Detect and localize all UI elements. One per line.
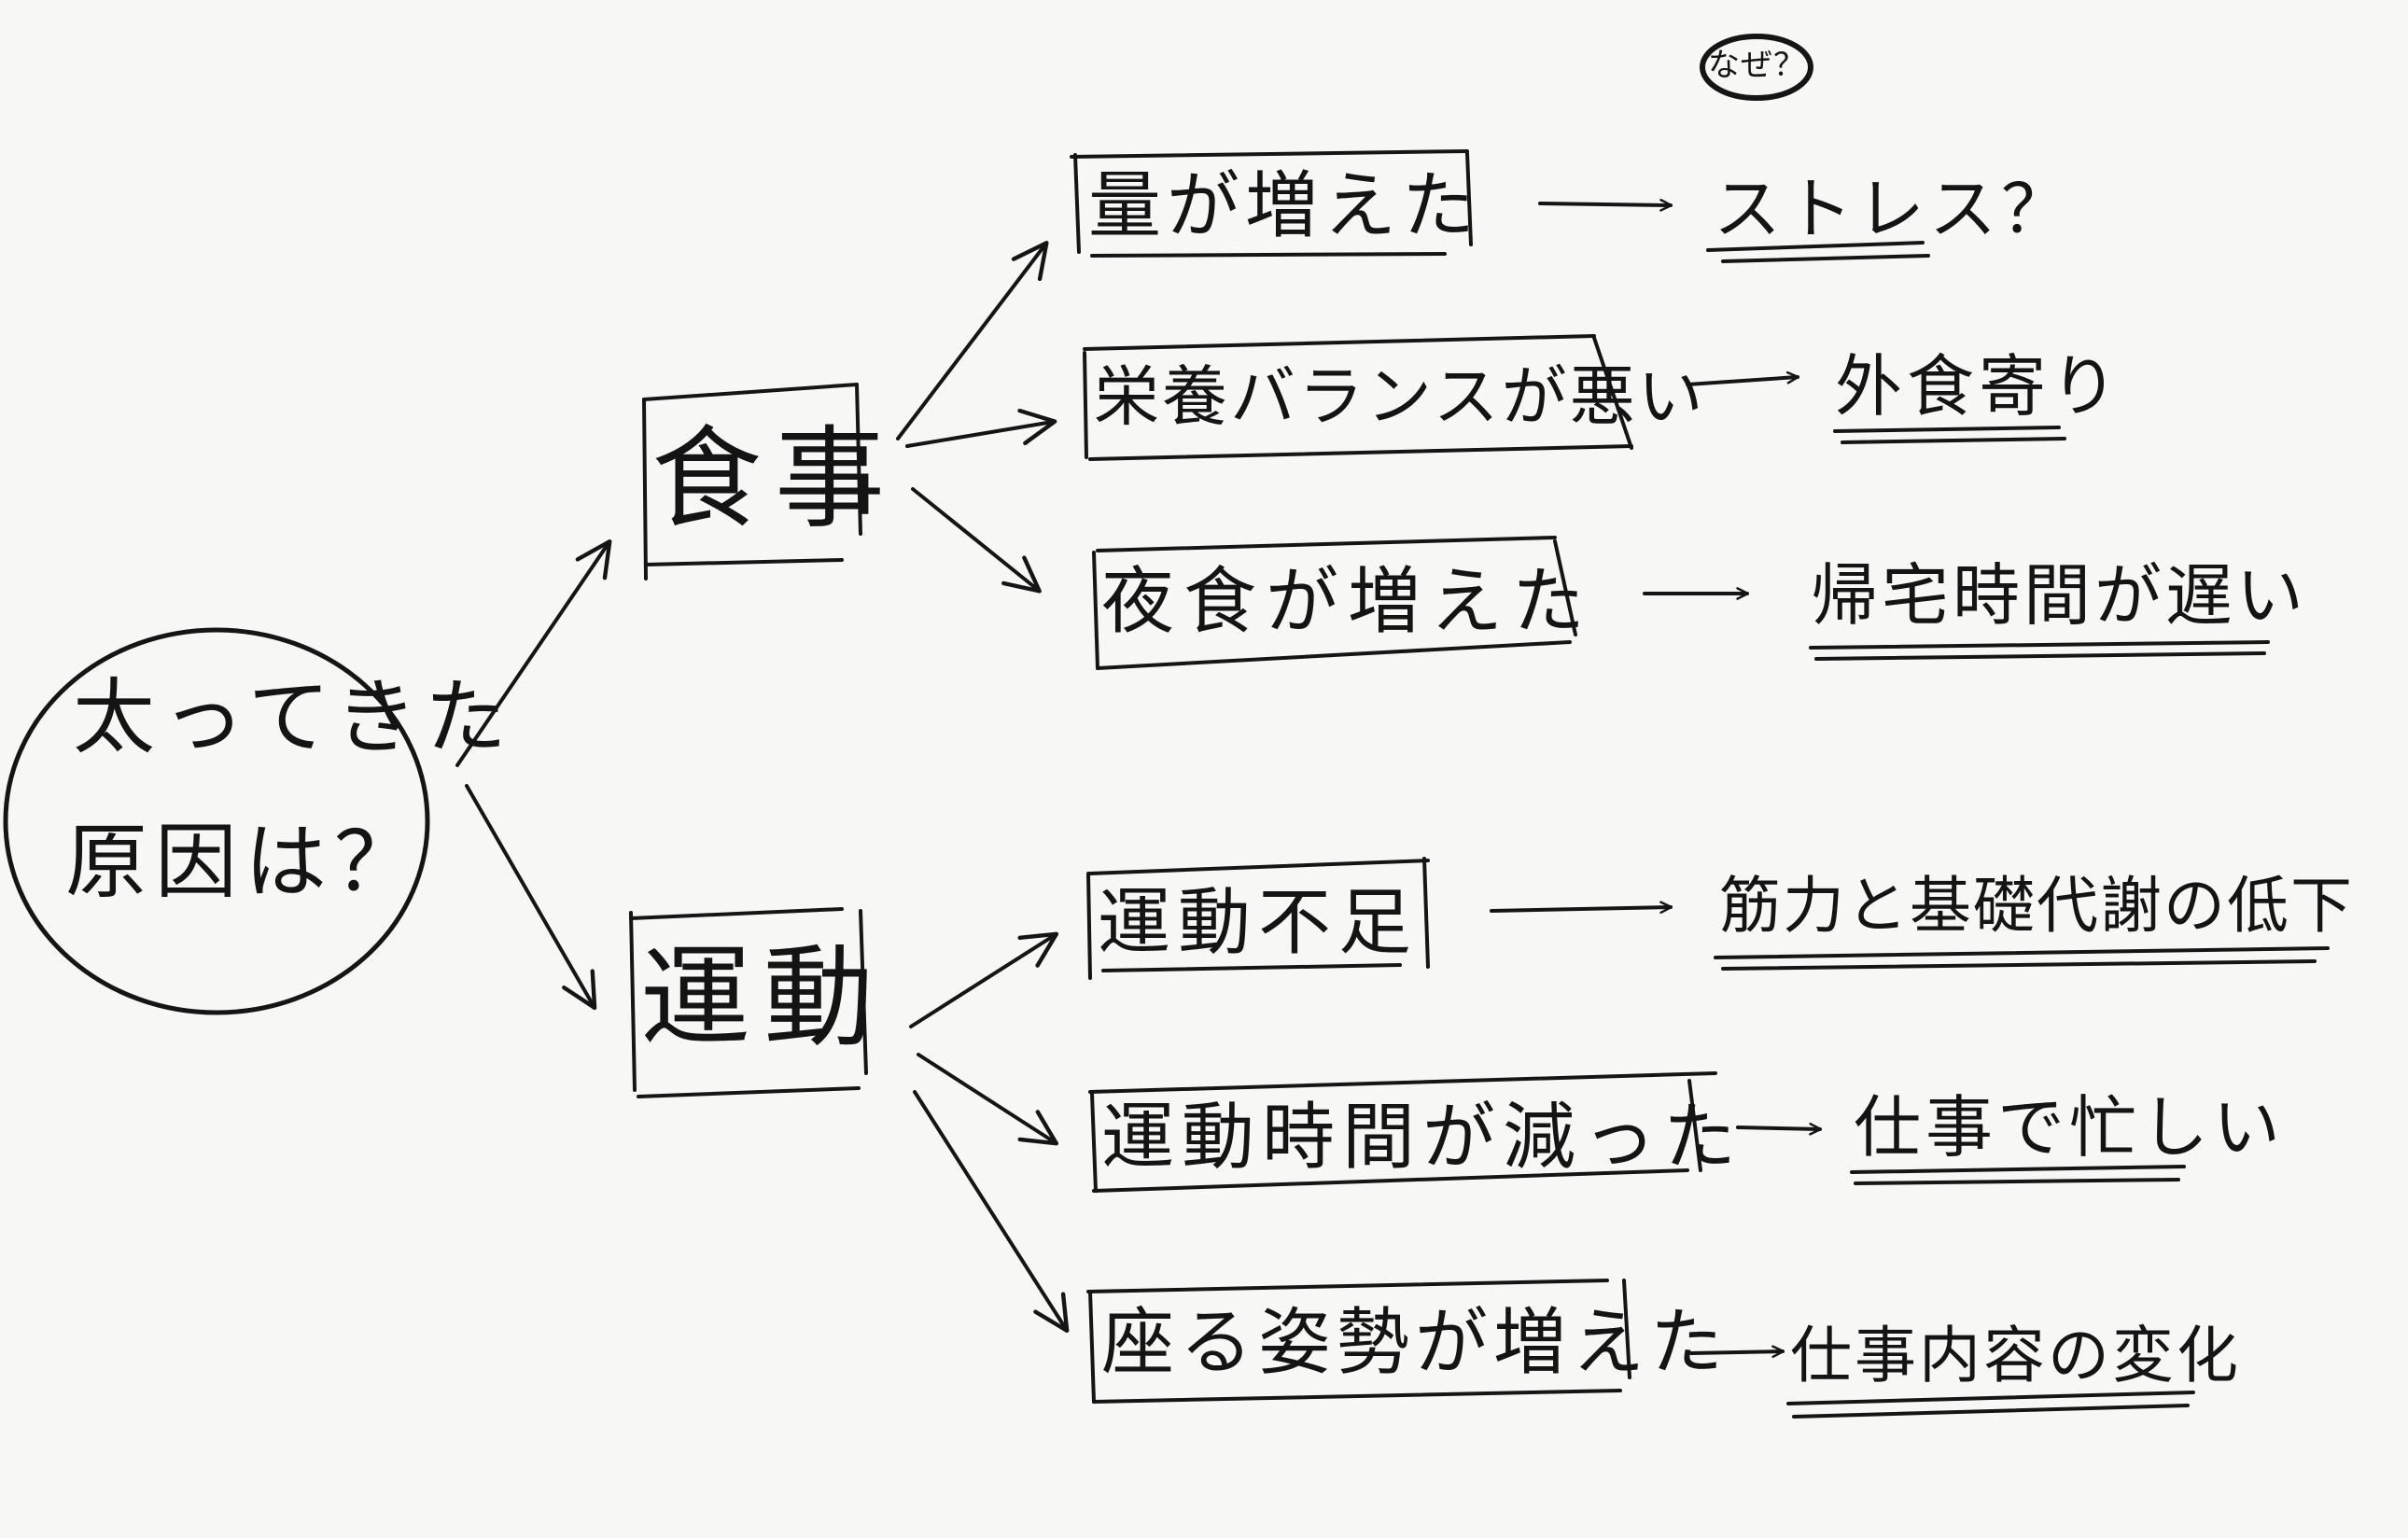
category-food: 食事 [651, 414, 899, 543]
cause-1: 量が増えた [1088, 164, 1481, 248]
category-box-food [642, 383, 862, 580]
why-oval [1700, 34, 1813, 101]
cause-box-6 [1086, 1279, 1631, 1404]
result-4: 筋力と基礎代謝の低下 [1719, 870, 2354, 942]
root-question-line-2: 原因は？ [65, 814, 425, 910]
cause-box-3 [1092, 536, 1577, 670]
result-underline-1 [1706, 241, 1930, 263]
category-box-exercise [629, 907, 868, 1098]
result-underline-5 [1850, 1165, 2186, 1185]
arrow-cause-2-to-result [1686, 371, 1799, 386]
arrow-food-to-cause-1 [896, 241, 1049, 440]
result-underline-6 [1786, 1391, 2195, 1419]
result-underline-4 [1714, 946, 2330, 971]
arrow-exercise-to-cause-4 [909, 931, 1059, 1028]
arrow-root-to-food [455, 538, 612, 767]
why-label: なぜ？ [1708, 47, 1806, 84]
result-5: 仕事で忙しい [1854, 1088, 2286, 1167]
cause-box-5 [1088, 1071, 1717, 1193]
cause-box-4 [1086, 857, 1430, 980]
arrow-root-to-exercise [465, 784, 597, 1011]
arrow-food-to-cause-3 [911, 487, 1042, 594]
cause-5: 運動時間が減った [1101, 1096, 1744, 1180]
result-3: 帰宅時間が遅い [1811, 556, 2308, 635]
arrow-cause-4-to-result [1490, 901, 1673, 915]
arrow-cause-5-to-result [1736, 1122, 1822, 1136]
root-question-line-1: 太ってきた [73, 669, 514, 765]
arrow-cause-1-to-result [1538, 199, 1673, 212]
arrow-food-to-cause-2 [905, 408, 1057, 448]
cause-2: 栄養バランスが悪い [1094, 358, 1706, 435]
cause-box-2 [1083, 334, 1633, 461]
cause-6: 座る姿勢が増えた [1101, 1301, 1729, 1385]
cause-4: 運動不足 [1098, 881, 1420, 965]
arrow-exercise-to-cause-6 [913, 1090, 1070, 1334]
arrow-cause-6-to-result [1689, 1345, 1785, 1359]
result-2: 外食寄り [1835, 347, 2123, 426]
cause-box-1 [1070, 149, 1473, 258]
result-1: ストレス？ [1714, 170, 2074, 248]
arrow-exercise-to-cause-5 [917, 1053, 1059, 1146]
result-underline-2 [1833, 426, 2066, 444]
cause-3: 夜食が増えた [1101, 560, 1595, 644]
root-oval [3, 627, 430, 1015]
category-exercise: 運動 [640, 933, 888, 1062]
result-6: 仕事内容の変化 [1790, 1320, 2241, 1391]
result-underline-3 [1809, 640, 2270, 661]
